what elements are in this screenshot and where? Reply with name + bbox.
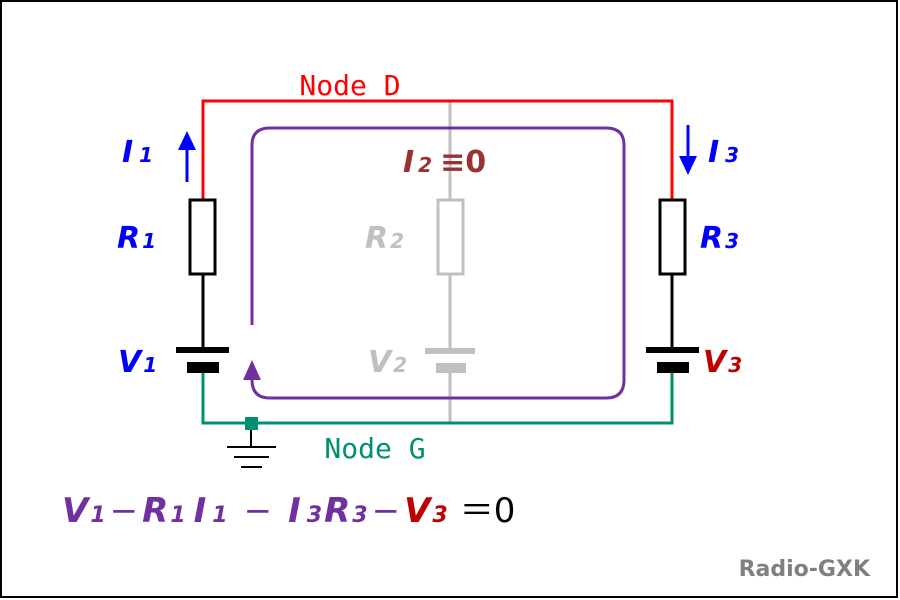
resistor-r1 [188,198,217,276]
branch-1 [176,131,229,373]
resistor-r3 [658,198,687,276]
battery-v2-short-plate [436,363,466,373]
battery-v2-long-plate [425,348,475,354]
battery-v3-long-plate [646,347,699,353]
arrow-up-icon [178,131,196,150]
resistor-r2 [436,198,465,276]
arrow-down-icon [679,156,697,175]
loop-arrowhead [243,360,261,380]
battery-v1-long-plate [176,347,229,353]
node-d-label: Node D [299,69,400,102]
branch-3 [646,125,699,373]
kvl-loop-path [250,126,626,400]
node-d-line [201,99,674,200]
battery-v3-short-plate [657,362,689,373]
node-g-label: Node G [324,432,425,465]
ground-node-dot [245,417,258,430]
node-g-wire [201,373,674,447]
watermark-text: Radio-GXK [739,557,871,582]
battery-v1-short-plate [187,362,219,373]
branch-2 [425,101,475,423]
node-d-wire [201,99,674,200]
ground-icon [227,446,276,468]
node-g-line [201,373,674,425]
